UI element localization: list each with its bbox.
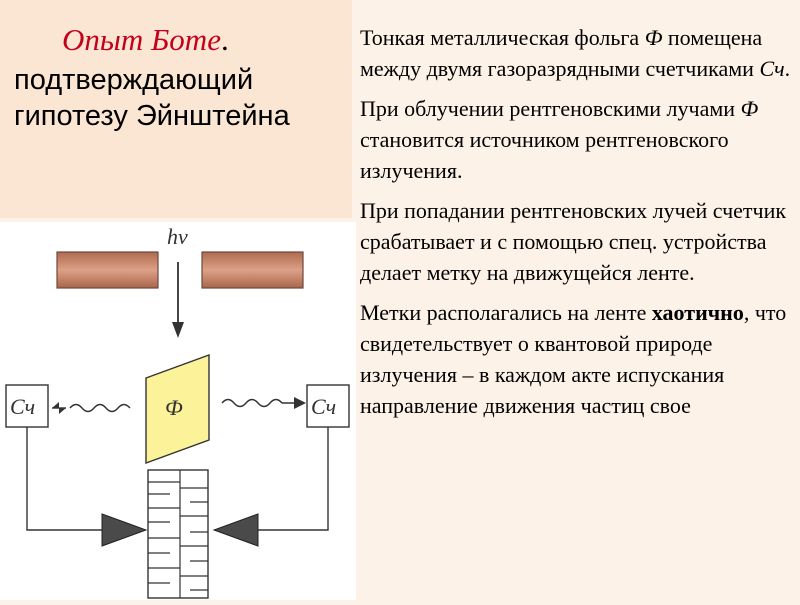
slide-subtitle: подтверждающий гипотезу Эйнштейна	[14, 64, 290, 132]
photon-label: hν	[167, 224, 188, 249]
marker-pen-right	[212, 513, 259, 547]
p2-text-c: становится источником рентгеновского изл…	[360, 127, 729, 183]
p1-text-a: Тонкая металлическая фольга	[360, 25, 645, 50]
p2-text-a: При облучении рентгеновскими лучами	[360, 96, 741, 121]
wire-right	[258, 427, 329, 531]
p1-counter-symbol: Сч	[759, 56, 785, 81]
foil-plate	[145, 353, 210, 465]
marker-pen-left	[101, 513, 148, 547]
incident-beam-arrow	[172, 262, 184, 338]
p4-emphasis: хаотично	[651, 300, 744, 325]
slide-title: Опыт Боте.	[62, 22, 229, 58]
p1-text-e: .	[784, 56, 791, 81]
title-dot: .	[220, 22, 229, 57]
counter-left-label: Сч	[10, 394, 35, 419]
paragraph-irradiation: При облучении рентгеновскими лучами Ф ст…	[360, 93, 796, 186]
wavy-ray-right	[221, 397, 306, 409]
p4-text-c: , что свидетельствует о квантовой природ…	[360, 300, 787, 418]
wire-left	[26, 427, 102, 531]
p4-text-a: Метки располагались на ленте	[360, 300, 652, 325]
collimator-left-plate	[56, 251, 159, 289]
paragraph-conclusion: Метки располагались на ленте хаотично, ч…	[360, 297, 796, 421]
counter-right	[306, 384, 350, 428]
title-panel: Опыт Боте. подтверждающий гипотезу Эйншт…	[0, 0, 352, 218]
experiment-diagram: hν Ф Сч Сч	[0, 222, 356, 600]
description-text: Тонкая металлическая фольга Ф помещена м…	[360, 22, 796, 430]
recording-tape	[147, 469, 209, 599]
wavy-ray-left	[52, 402, 131, 414]
collimator-right-plate	[201, 251, 304, 289]
p2-foil-symbol: Ф	[740, 96, 759, 121]
title-text: Опыт Боте	[62, 22, 221, 57]
p1-text-c: помещена между двумя газоразрядными счет…	[360, 25, 763, 81]
counter-right-label: Сч	[311, 394, 336, 419]
p1-foil-symbol: Ф	[644, 25, 663, 50]
paragraph-foil-setup: Тонкая металлическая фольга Ф помещена м…	[360, 22, 796, 84]
paragraph-counter-trigger: При попадании рентгеновских лучей счетчи…	[360, 198, 787, 285]
foil-label: Ф	[165, 395, 183, 420]
